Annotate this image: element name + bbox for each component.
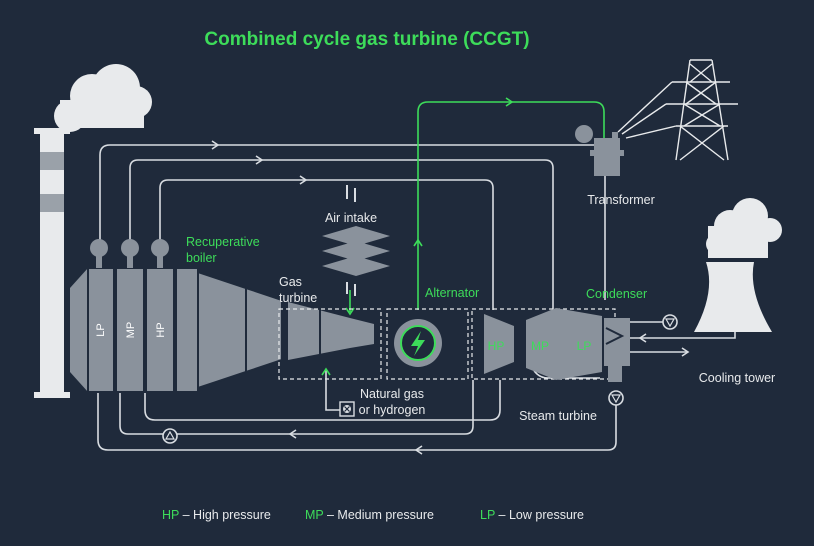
fuel-valve-icon xyxy=(339,401,355,417)
boiler-stage-mp: MP xyxy=(125,322,137,339)
gas-turbine-label: Gas xyxy=(279,275,302,289)
lightning-icon xyxy=(411,331,425,356)
legend-item-mp: MP – Medium pressure xyxy=(305,508,434,522)
alternator xyxy=(386,308,469,380)
pipe-arrows xyxy=(211,140,690,455)
gas-turbine xyxy=(278,302,382,380)
cooling-pump-icon xyxy=(662,314,678,330)
condenser-label: Condenser xyxy=(586,287,647,301)
legend-text-lp: – Low pressure xyxy=(495,508,584,522)
steam-pipes xyxy=(97,144,736,451)
chimney xyxy=(34,128,70,398)
pylon-icon xyxy=(617,59,738,161)
air-intake xyxy=(322,185,390,296)
steam-turbine-label: Steam turbine xyxy=(519,409,597,423)
transformer xyxy=(575,125,624,176)
boiler-pump-icon xyxy=(162,428,178,444)
recuperative-boiler-label: Recuperative xyxy=(186,235,260,249)
legend-abbr-lp: LP xyxy=(480,508,495,522)
steam-turbine-stage-lp: LP xyxy=(577,339,592,353)
power-line xyxy=(321,97,605,376)
legend: HP – High pressure MP – Medium pressure … xyxy=(162,508,584,522)
legend-item-lp: LP – Low pressure xyxy=(480,508,584,522)
legend-abbr-hp: HP xyxy=(162,508,179,522)
steam-turbine-stage-mp: MP xyxy=(531,339,549,353)
cooling-tower xyxy=(694,198,782,332)
cooling-tower-label: Cooling tower xyxy=(699,371,775,385)
gas-turbine-label-2: turbine xyxy=(279,291,317,305)
diagram-title: Combined cycle gas turbine (CCGT) xyxy=(204,29,529,50)
boiler-stage-hp: HP xyxy=(155,322,167,337)
legend-item-hp: HP – High pressure xyxy=(162,508,271,522)
fuel-label: Natural gas xyxy=(360,387,424,401)
steam-turbine xyxy=(471,308,616,380)
legend-text-mp: – Medium pressure xyxy=(324,508,435,522)
condenser xyxy=(604,318,630,382)
alternator-label: Alternator xyxy=(425,286,479,300)
boiler-stage-lp: LP xyxy=(95,323,107,336)
legend-text-hp: – High pressure xyxy=(179,508,271,522)
legend-abbr-mp: MP xyxy=(305,508,324,522)
recuperative-boiler xyxy=(70,239,283,393)
steam-turbine-stage-hp: HP xyxy=(488,339,505,353)
transformer-label: Transformer xyxy=(587,193,655,207)
recuperative-boiler-label-2: boiler xyxy=(186,251,217,265)
fuel-label-2: or hydrogen xyxy=(359,403,426,417)
chimney-smoke xyxy=(54,64,152,132)
air-intake-label: Air intake xyxy=(325,211,377,225)
condenser-pump-icon xyxy=(608,390,624,406)
